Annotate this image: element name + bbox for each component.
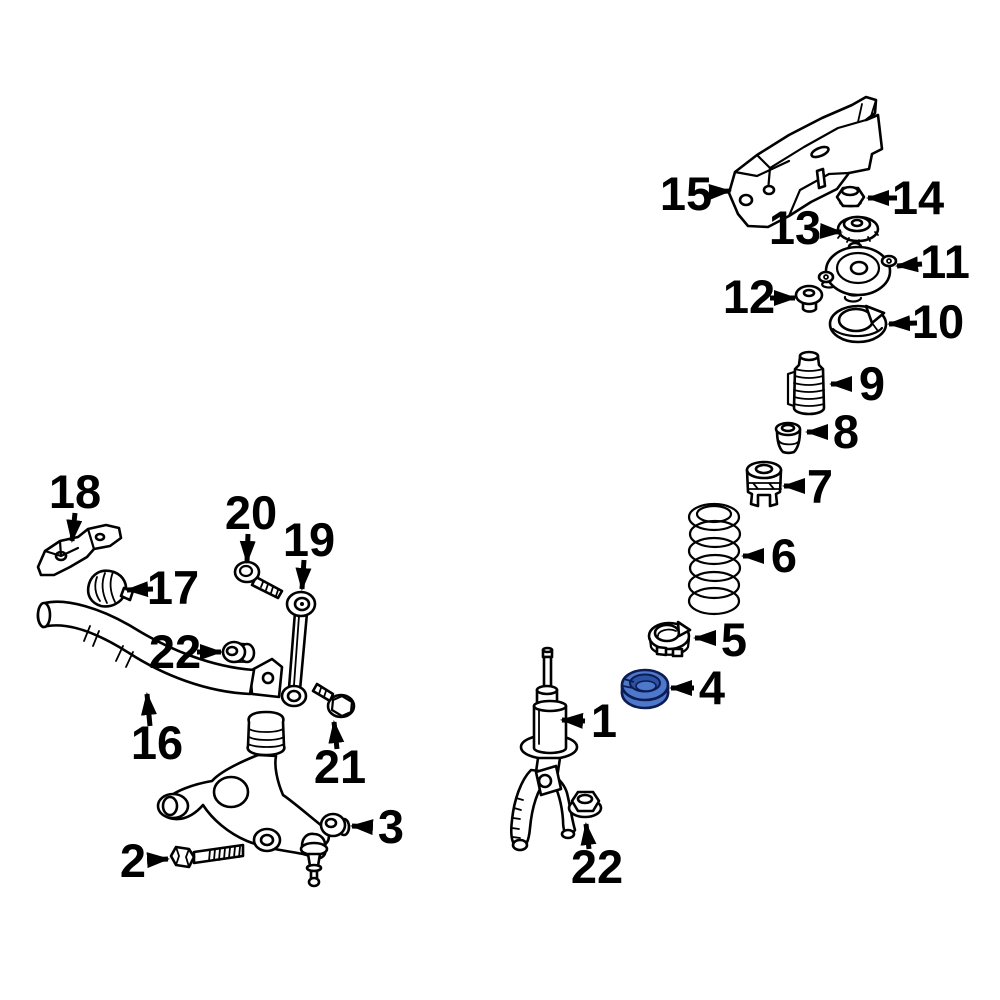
- callout-19-label: 19: [283, 513, 335, 566]
- part-mount-grommet: [794, 284, 824, 313]
- part-spring-insulator-highlighted: [620, 668, 670, 710]
- part-mount-nut: [835, 185, 866, 208]
- callout-10-label: 10: [912, 295, 964, 348]
- callout-19-arrow: [295, 559, 312, 591]
- part-bracket-bolt: [311, 682, 356, 719]
- callout-15-label: 15: [660, 167, 712, 220]
- callout-17-label: 17: [147, 561, 199, 614]
- part-control-arm-bolt: [169, 843, 245, 869]
- callout-11-label: 11: [920, 235, 970, 288]
- callout-14-label: 14: [892, 171, 944, 224]
- part-mount-bracket: [727, 95, 884, 229]
- callout-1-arrow: [560, 712, 586, 729]
- part-stabilizer-bushing: [86, 569, 135, 608]
- callout-5-label: 5: [721, 613, 747, 666]
- callout-16-label: 16: [131, 716, 183, 769]
- part-upper-spring-seat: [828, 304, 888, 344]
- callout-labels: 1 2 3 4 5 6 7 8 9 10 11 12 13 14 15 16 1…: [49, 167, 970, 893]
- callout-17-arrow: [125, 581, 154, 598]
- callout-18-label: 18: [49, 465, 101, 518]
- part-control-arm-nut: [319, 812, 351, 838]
- part-nut-stabilizer-link: [221, 640, 256, 664]
- callout-13-arrow: [819, 223, 843, 239]
- part-spring-mount: [745, 460, 783, 508]
- part-strut-mount: [817, 241, 898, 303]
- callout-16-arrow: [140, 692, 157, 727]
- callout-6-label: 6: [771, 529, 797, 582]
- callout-15-arrow: [708, 184, 732, 200]
- callout-13-label: 13: [769, 201, 821, 254]
- callout-10-arrow: [887, 315, 918, 332]
- callout-20-arrow: [239, 533, 256, 564]
- part-stabilizer-link: [280, 590, 317, 708]
- callout-20-label: 20: [225, 486, 277, 539]
- part-stabilizer-bracket: [36, 523, 123, 577]
- part-coil-spring: [687, 502, 742, 616]
- callout-21-arrow: [328, 720, 345, 750]
- callout-9-label: 9: [859, 357, 885, 410]
- callout-1-label: 1: [591, 694, 617, 747]
- callout-12-label: 12: [723, 270, 775, 323]
- callout-3-arrow: [350, 819, 374, 836]
- callout-11-arrow: [895, 256, 923, 273]
- part-mount-retainer: [836, 215, 880, 245]
- callout-7-label: 7: [807, 460, 833, 513]
- callout-22c-label: 22: [571, 840, 623, 893]
- callout-4-label: 4: [699, 661, 725, 714]
- part-lower-control-arm: [156, 710, 331, 888]
- callout-21-label: 21: [314, 740, 366, 793]
- part-dust-boot: [786, 350, 826, 416]
- callout-3-label: 3: [378, 800, 404, 853]
- part-stabilizer-link-bolt: [233, 560, 284, 600]
- callout-22c-arrow: [580, 822, 597, 850]
- part-spring-seat: [647, 620, 692, 658]
- callout-22l-label: 22: [149, 625, 201, 678]
- part-bump-stop: [774, 421, 802, 455]
- callout-2-arrow: [146, 852, 170, 869]
- part-stabilizer-bar: [36, 600, 284, 699]
- callout-18-arrow: [66, 512, 83, 543]
- part-nut-strut: [567, 790, 603, 819]
- callout-arrows: [66, 184, 923, 869]
- callout-8-label: 8: [833, 405, 859, 458]
- part-strut: [509, 646, 579, 852]
- callout-2-label: 2: [120, 834, 146, 887]
